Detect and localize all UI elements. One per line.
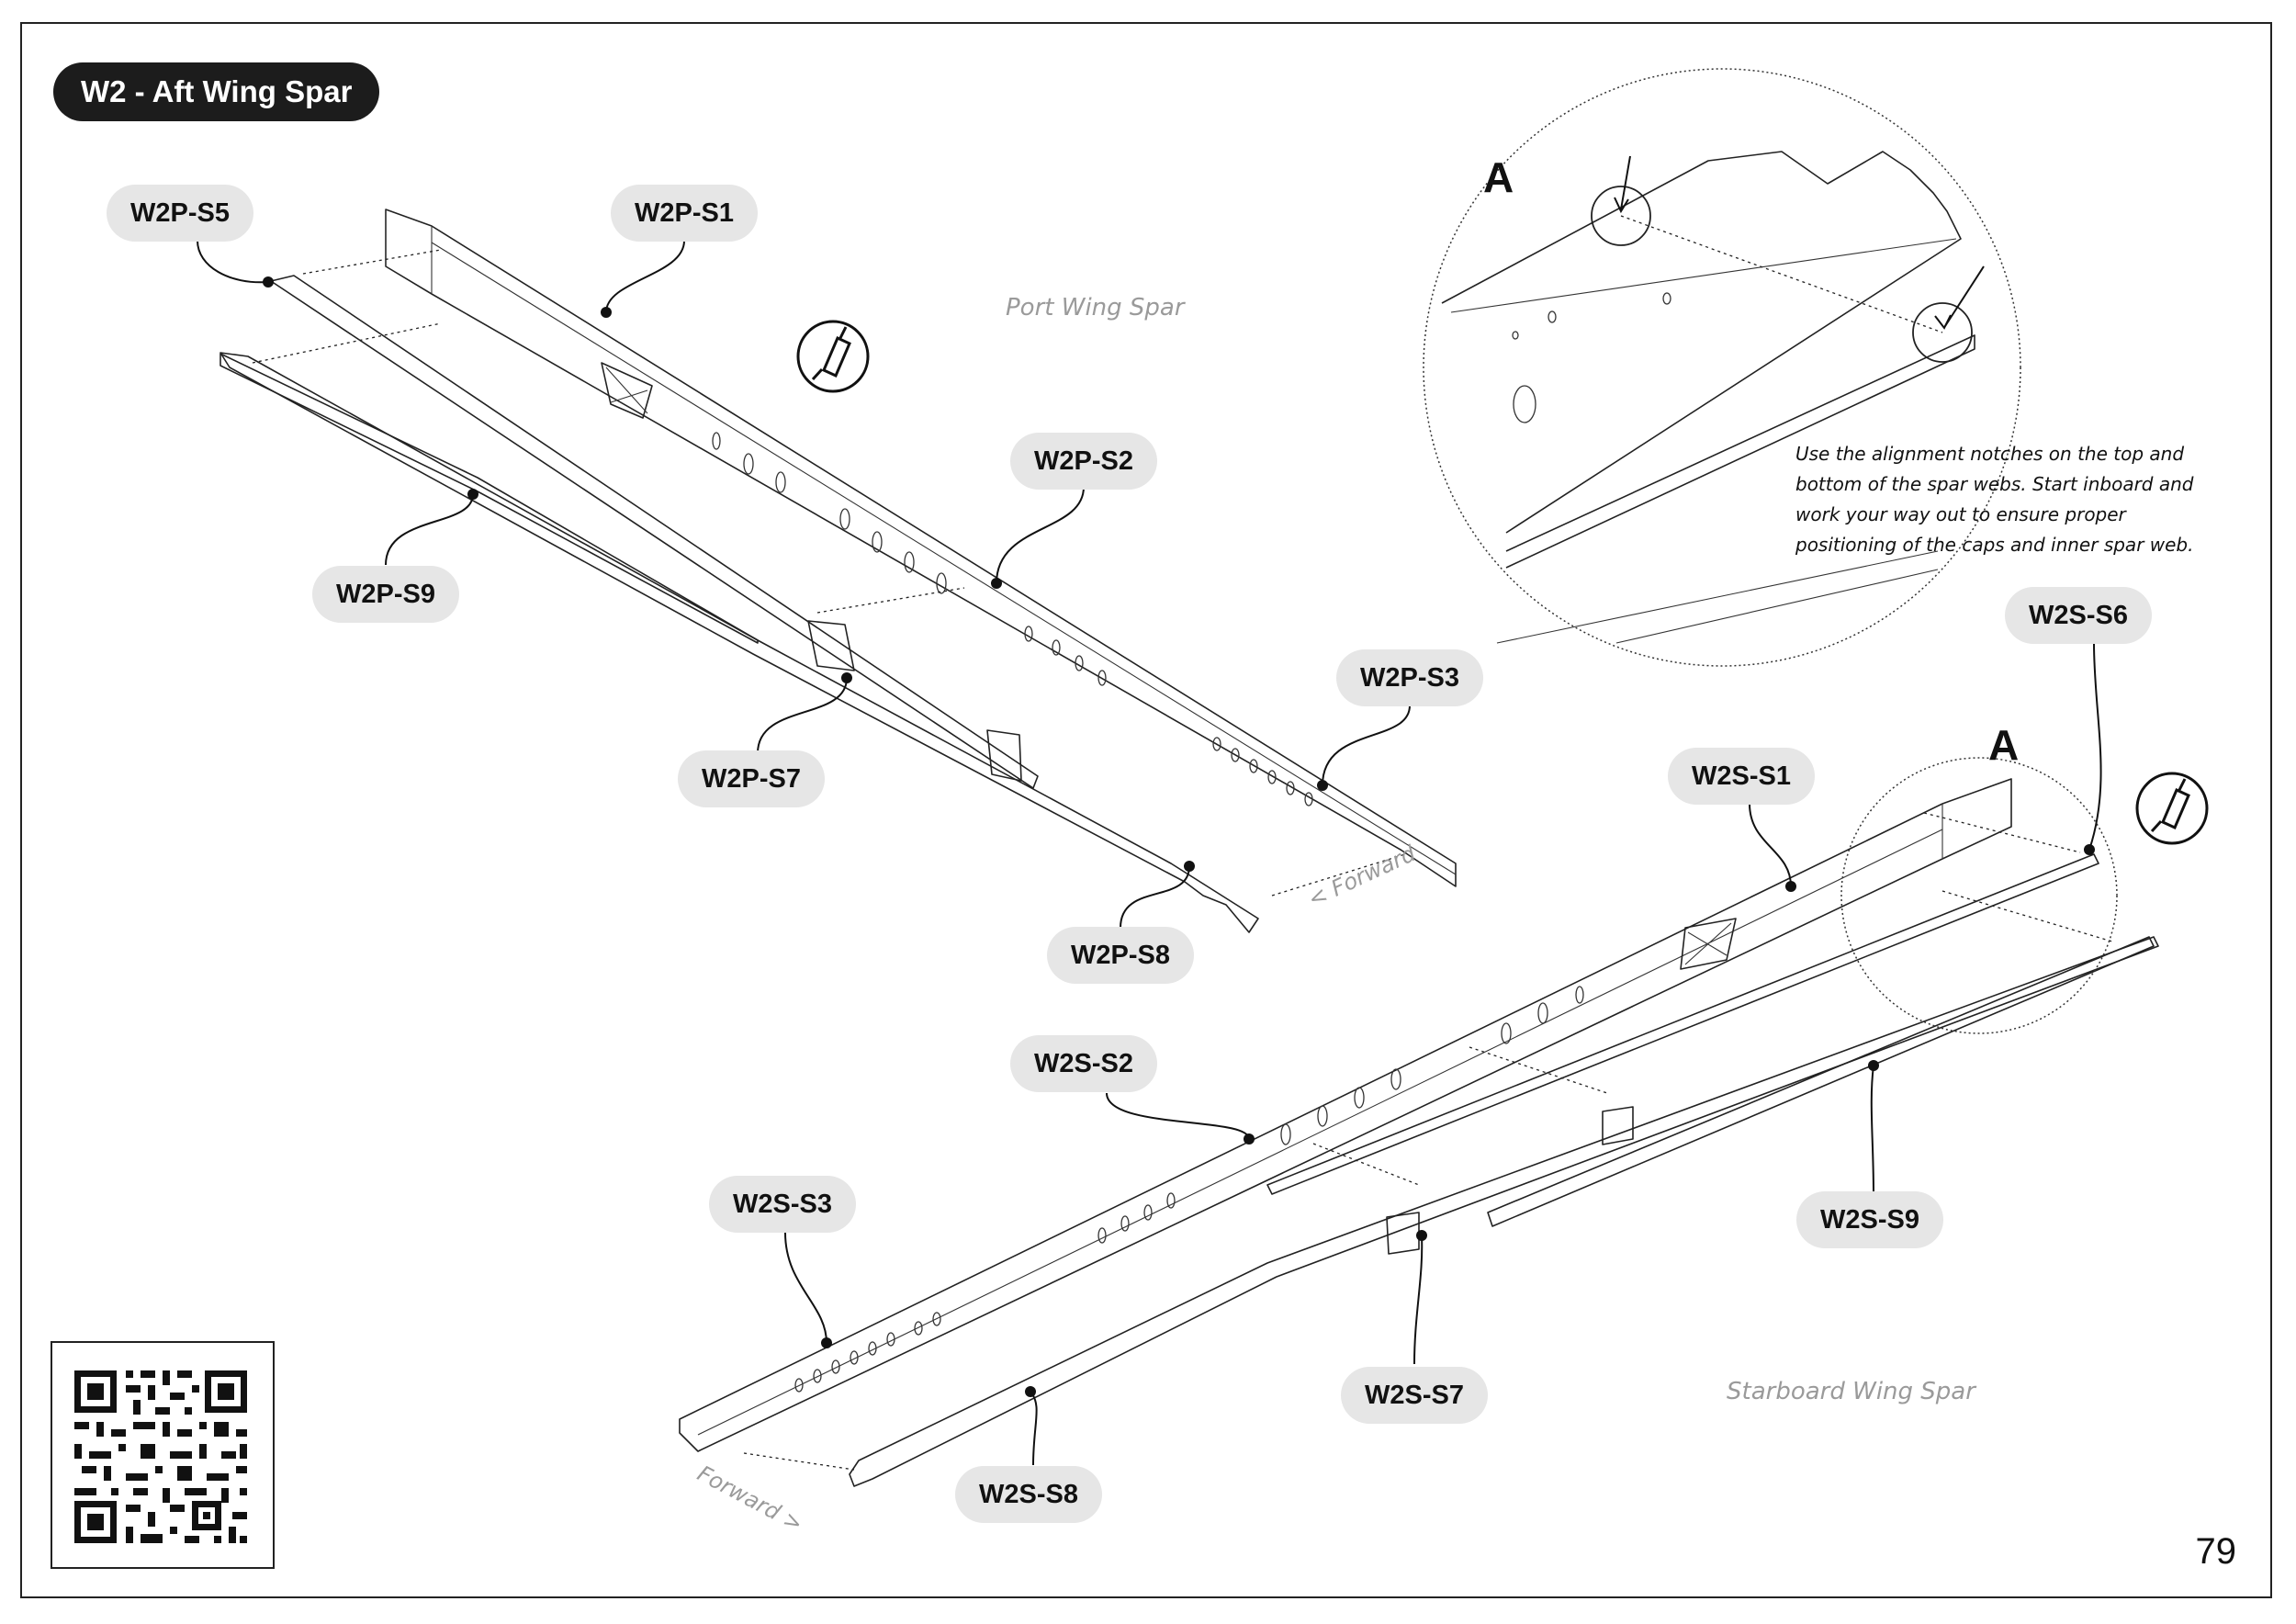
starboard-web-holes	[794, 986, 1584, 1393]
starboard-bottom-cap	[849, 936, 2159, 1487]
starboard-leaders	[784, 642, 2102, 1466]
qr-code	[74, 1370, 247, 1543]
label-w2s-s6: W2S-S6	[2005, 587, 2152, 644]
label-w2p-s5: W2P-S5	[107, 185, 253, 242]
label-w2p-s9: W2P-S9	[312, 566, 459, 623]
port-web-holes	[712, 432, 1313, 806]
label-w2p-s2: W2P-S2	[1010, 433, 1157, 490]
detail-letter-a: A	[1483, 153, 1514, 201]
label-w2s-s7: W2S-S7	[1341, 1367, 1488, 1424]
starboard-inner-cap-s9	[1487, 936, 2155, 1227]
label-w2s-s8: W2S-S8	[955, 1466, 1102, 1523]
label-w2p-s8: W2P-S8	[1047, 927, 1194, 984]
page-border	[20, 22, 2272, 1598]
glue-bottle-icon	[796, 320, 870, 393]
detail-a-circle-small	[1840, 757, 2118, 1034]
glue-bottle-icon	[2135, 772, 2209, 845]
label-w2p-s7: W2P-S7	[678, 750, 825, 807]
detail-a-circle	[1423, 68, 2021, 667]
starboard-top-cap	[1266, 853, 2099, 1195]
label-w2s-s1: W2S-S1	[1668, 748, 1815, 805]
port-leaders	[197, 240, 1411, 929]
port-bottom-cap	[219, 352, 1259, 933]
label-w2s-s3: W2S-S3	[709, 1176, 856, 1233]
section-title: W2 - Aft Wing Spar	[53, 62, 380, 121]
qr-code-frame	[51, 1341, 275, 1569]
port-top-cap	[270, 275, 1039, 789]
label-w2p-s1: W2P-S1	[611, 185, 758, 242]
label-w2s-s9: W2S-S9	[1796, 1191, 1943, 1248]
caption-port-wing-spar: Port Wing Spar	[1006, 294, 1185, 321]
port-spar-web	[385, 209, 1457, 887]
port-inner-cap-s9	[219, 353, 759, 644]
caption-starboard-wing-spar: Starboard Wing Spar	[1727, 1378, 1975, 1405]
port-alignment-guides	[252, 249, 1406, 897]
starboard-spacer-s7	[1386, 1106, 1634, 1255]
label-w2p-s3: W2P-S3	[1336, 649, 1483, 706]
alignment-note: Use the alignment notches on the top and…	[1795, 443, 2194, 556]
page-number: 79	[2195, 1531, 2237, 1572]
port-spacer-s7	[807, 620, 1022, 782]
starboard-alignment-guides	[743, 812, 2113, 1471]
starboard-spar-web	[679, 778, 2012, 1452]
detail-letter-a-small: A	[1988, 721, 2020, 769]
label-w2s-s2: W2S-S2	[1010, 1035, 1157, 1092]
